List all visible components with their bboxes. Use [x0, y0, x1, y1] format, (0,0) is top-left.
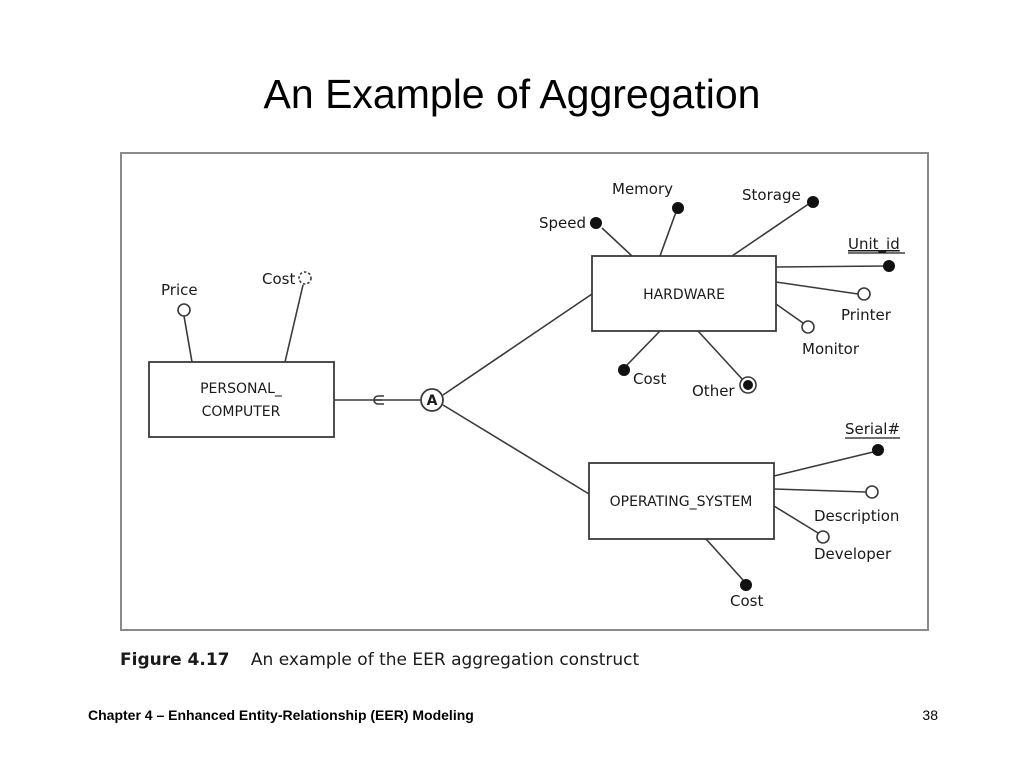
line-os-cost: [705, 538, 744, 581]
attr-unit-id-circle: [883, 260, 895, 272]
figure-caption: Figure 4.17 An example of the EER aggreg…: [120, 650, 639, 670]
line-unit-id: [775, 265, 887, 268]
line-printer: [775, 281, 859, 295]
entity-operating-system-label: OPERATING_SYSTEM: [610, 494, 753, 510]
figure-caption-text: An example of the EER aggregation constr…: [250, 650, 640, 670]
line-developer: [773, 505, 819, 534]
attr-hw-cost-label: Cost: [633, 370, 666, 388]
attr-other-label: Other: [692, 382, 735, 400]
attr-monitor-label: Monitor: [802, 340, 860, 358]
line-aggregation-hardware: [442, 293, 593, 396]
attr-pc-cost-circle: [298, 271, 312, 285]
slide-title: An Example of Aggregation: [263, 71, 761, 117]
line-hw-cost: [626, 330, 661, 366]
attr-serial-label: Serial#: [845, 420, 900, 438]
attr-printer-circle: [857, 287, 871, 301]
line-monitor: [775, 303, 804, 324]
line-pc-cost: [284, 284, 304, 363]
line-other: [697, 330, 744, 381]
line-memory: [659, 211, 677, 257]
line-storage: [731, 202, 811, 257]
attr-monitor-circle: [801, 320, 815, 334]
entity-hardware-label: HARDWARE: [643, 287, 725, 303]
attr-description-circle: [865, 485, 879, 499]
line-aggregation-os: [442, 404, 590, 495]
line-description: [773, 488, 867, 493]
attr-hw-cost-circle: [618, 364, 630, 376]
attr-developer-label: Developer: [814, 545, 892, 563]
subset-symbol: [373, 395, 384, 405]
attr-memory-circle: [672, 202, 684, 214]
attr-os-cost-circle: [740, 579, 752, 591]
entity-hardware: [591, 255, 777, 332]
attr-price-circle: [177, 303, 191, 317]
attr-pc-cost-label: Cost: [262, 270, 295, 288]
attr-speed-label: Speed: [539, 214, 586, 232]
attr-speed-circle: [590, 217, 602, 229]
entity-personal-computer: [148, 361, 335, 438]
attr-printer-label: Printer: [841, 306, 892, 324]
attr-storage-label: Storage: [742, 186, 801, 204]
entity-personal-computer-label-1: PERSONAL_: [200, 381, 283, 397]
line-speed: [601, 227, 633, 257]
attr-serial-circle: [872, 444, 884, 456]
attr-price-label: Price: [161, 281, 198, 299]
attr-storage-circle: [807, 196, 819, 208]
figure-frame: [120, 152, 929, 631]
attr-other-inner-circle: [743, 380, 753, 390]
aggregation-symbol: A: [427, 393, 438, 409]
attr-developer-circle: [816, 530, 830, 544]
page-number: 38: [922, 707, 938, 723]
figure-number: Figure 4.17: [120, 650, 230, 670]
aggregation-circle: [420, 388, 444, 412]
line-serial: [773, 451, 874, 477]
attr-memory-label: Memory: [612, 180, 673, 198]
line-price: [183, 315, 193, 363]
footer-chapter: Chapter 4 – Enhanced Entity-Relationship…: [88, 707, 474, 723]
entity-operating-system: [588, 462, 775, 540]
attr-description-label: Description: [814, 507, 899, 525]
connector-lines: [183, 202, 887, 581]
entity-personal-computer-label-2: COMPUTER: [202, 404, 281, 420]
attr-unit-id-label: Unit_id: [848, 235, 900, 254]
attr-os-cost-label: Cost: [730, 592, 763, 610]
